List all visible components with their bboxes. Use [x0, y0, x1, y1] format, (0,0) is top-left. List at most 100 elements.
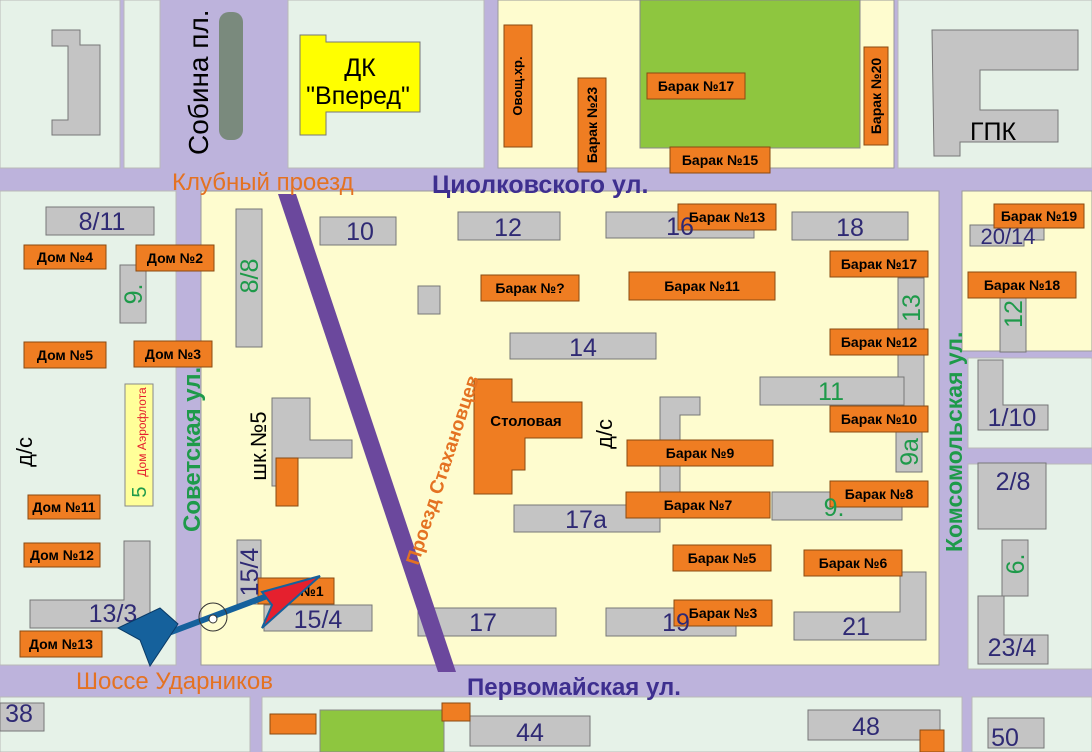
dom-12-building	[23, 542, 101, 568]
barak-10-label: Барак №10	[841, 411, 917, 427]
block-sobina-left	[123, 0, 161, 169]
barak-12-building	[829, 328, 929, 356]
building-11	[759, 376, 905, 406]
barak-19-label: Барак №19	[1001, 208, 1077, 224]
building-38	[0, 702, 45, 732]
barak-q-building	[480, 274, 580, 302]
south-orange-2	[441, 702, 471, 722]
barak-23-label: Барак №23	[584, 87, 600, 163]
number-19: 19	[662, 609, 690, 637]
street-sobina: Собина пл.	[183, 9, 214, 155]
route-head	[260, 575, 321, 629]
dom-13-building	[19, 630, 103, 658]
barak-19-building	[993, 203, 1085, 229]
building-48	[807, 709, 941, 741]
number-10: 10	[346, 218, 374, 246]
number-8-8: 8/8	[236, 259, 264, 294]
barak-11-building	[628, 271, 776, 301]
barak-10-building	[829, 405, 929, 433]
street-shosse: Шоссе Ударников	[76, 668, 273, 695]
dom-3-building	[133, 340, 213, 368]
building-21	[793, 571, 927, 641]
building-8-8	[235, 208, 263, 348]
street-klubny: Клубный проезд	[172, 169, 354, 196]
barak-18-label: Барак №18	[984, 277, 1060, 293]
number-11: 11	[818, 378, 844, 406]
barak-17-right-building	[829, 250, 929, 278]
number-50: 50	[991, 724, 1019, 752]
number-8-11: 8/11	[79, 208, 126, 236]
barak-15-label: Барак №15	[682, 152, 758, 168]
barak-7-building	[625, 491, 771, 519]
dom-3-label: Дом №3	[145, 346, 201, 362]
barak-17-right-label: Барак №17	[841, 256, 917, 272]
sobina-square-stripe	[219, 12, 243, 140]
route-start-ring	[198, 602, 228, 632]
building-9-left	[119, 264, 147, 324]
dom-11-label: Дом №11	[32, 499, 95, 515]
building-14	[509, 332, 657, 360]
street-komsomolskaya: Комсомольская ул.	[941, 332, 967, 552]
barak-7-label: Барак №7	[664, 497, 733, 513]
route-arrow	[116, 575, 321, 668]
barak-3-label: Барак №3	[689, 605, 758, 621]
ovoshch-label: Овощ.хр.	[510, 56, 525, 115]
number-16: 16	[666, 213, 694, 241]
number-13: 13	[898, 294, 926, 322]
block-nw	[0, 0, 121, 169]
barak-17-top-building	[646, 72, 746, 100]
building-44	[469, 715, 591, 747]
number-18: 18	[836, 214, 864, 242]
dom-5-label: Дом №5	[37, 347, 93, 363]
dom-12-label: Дом №12	[30, 547, 94, 563]
building-15-4-vertical	[236, 539, 262, 605]
barak-3-building	[673, 599, 773, 627]
number-38: 38	[5, 700, 33, 728]
building-12	[457, 211, 561, 241]
building-8-11	[45, 206, 155, 236]
building-1-10	[977, 359, 1049, 431]
number-17: 17	[469, 609, 497, 637]
barak-17-top-label: Барак №17	[658, 78, 734, 94]
building-gpk	[931, 29, 1079, 157]
dk-building	[299, 34, 421, 136]
school-orange-building	[275, 457, 299, 507]
building-small-square	[417, 285, 441, 315]
street-pervomaiskaya: Первомайская ул.	[467, 674, 681, 701]
barak-15-building	[669, 146, 771, 174]
barak-18-building	[967, 271, 1077, 299]
building-13-3	[29, 540, 151, 629]
barak-6-label: Барак №6	[819, 555, 888, 571]
aeroflot-building	[124, 383, 154, 507]
barak-20-label: Барак №20	[868, 58, 884, 134]
number-21: 21	[842, 613, 870, 641]
dom-4-label: Дом №4	[37, 249, 93, 265]
building-nw	[51, 29, 101, 136]
stolovaya-building	[473, 378, 583, 495]
barak-13-building	[677, 203, 777, 231]
barak-23-building	[577, 77, 607, 173]
number-15-4-vertical: 15/4	[236, 548, 264, 597]
number-48: 48	[852, 713, 880, 741]
barak-12-label: Барак №12	[841, 334, 917, 350]
dom-2-label: Дом №2	[147, 250, 203, 266]
street-sovetskaya: Советская ул.	[179, 367, 206, 532]
dom-11-building	[27, 494, 101, 520]
barak-5-label: Барак №5	[688, 550, 757, 566]
barak-8-label: Барак №8	[845, 486, 914, 502]
barak-9-label: Барак №9	[666, 445, 735, 461]
dom-2-building	[135, 244, 215, 272]
dk-title: ДК	[344, 54, 376, 82]
number-20-14: 20/14	[980, 224, 1035, 249]
number-12: 12	[494, 214, 522, 242]
number-12-right: 12	[1000, 300, 1028, 328]
number-2-8: 2/8	[996, 468, 1031, 496]
ovoshch-building	[503, 24, 533, 148]
barak-5-building	[672, 544, 772, 572]
gpk-label: ГПК	[970, 118, 1017, 146]
number-44: 44	[516, 719, 544, 747]
number-6: 6.	[1002, 554, 1030, 575]
south-orange-3	[919, 729, 945, 752]
building-2-8	[977, 462, 1047, 530]
